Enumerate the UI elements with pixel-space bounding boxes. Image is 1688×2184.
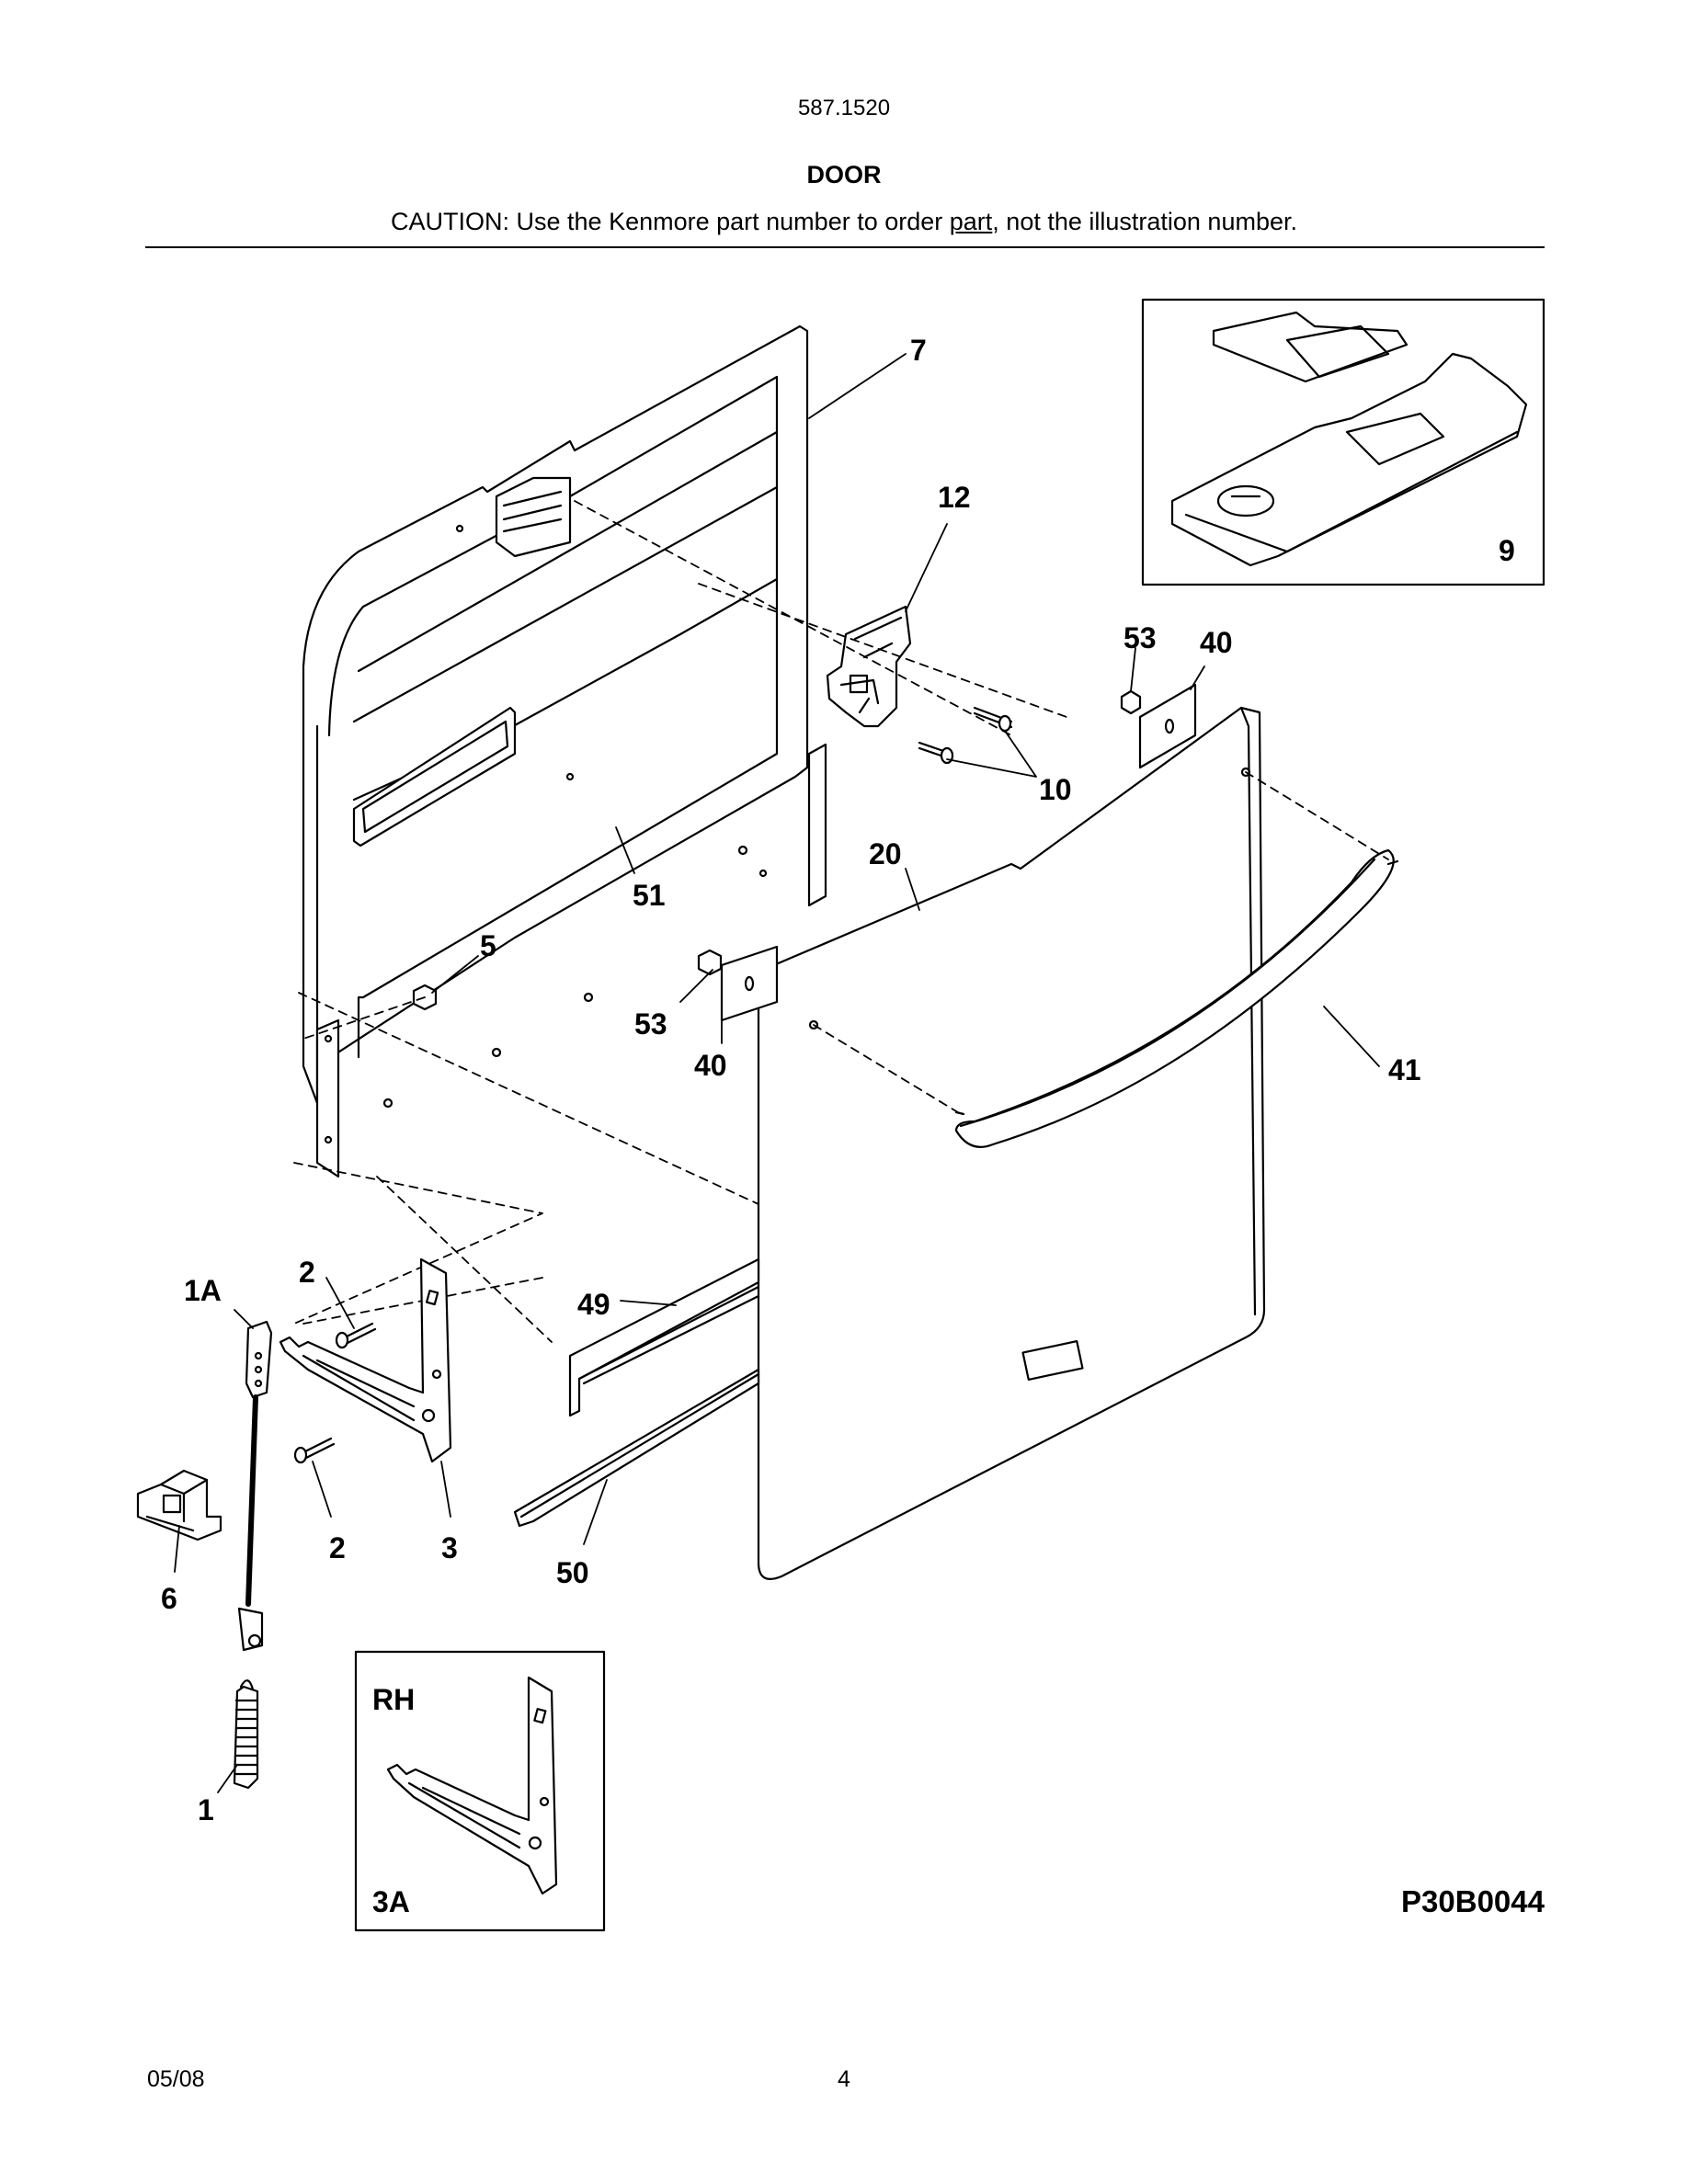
mount-brackets: [720, 683, 1197, 1022]
rh-hinge-inset-frame: [354, 1650, 606, 1932]
callout-2-lower: 2: [329, 1531, 346, 1564]
caution-text-start: CAUTION: Use the Kenmore part number to …: [391, 208, 950, 235]
callout-40-upper: 40: [1200, 626, 1233, 659]
callout-3: 3: [441, 1531, 458, 1564]
outer-door-panel: [757, 706, 1266, 1580]
hinge-screws: [293, 1322, 377, 1464]
callout-51: 51: [633, 879, 666, 912]
inner-door-panel: [302, 324, 827, 1178]
callout-labels: 7 12 9 53 40 10 20 51 5 53 40 41 1A 2 49…: [161, 334, 1515, 1918]
callout-9: 9: [1499, 534, 1515, 567]
detergent-dispenser: [1170, 311, 1528, 567]
callout-7: 7: [910, 334, 927, 367]
leader-lines: [174, 353, 1380, 1793]
callout-6: 6: [161, 1582, 177, 1615]
dispenser-inset-frame: [1141, 298, 1545, 586]
door-cable: [237, 1320, 273, 1652]
model-number: 587.1520: [797, 96, 891, 120]
callout-53-lower: 53: [634, 1007, 667, 1041]
inset-label-rh: RH: [372, 1683, 415, 1716]
callout-3a: 3A: [372, 1885, 410, 1918]
callout-12: 12: [938, 481, 971, 514]
callout-49: 49: [577, 1288, 610, 1321]
diagram-code: P30B0044: [1401, 1884, 1545, 1918]
bottom-trim: [513, 1368, 760, 1528]
footer-date: 05/08: [147, 2066, 205, 2092]
side-trim: [568, 1257, 760, 1417]
caution-note: CAUTION: Use the Kenmore part number to …: [0, 208, 1688, 236]
door-latch: [826, 605, 912, 728]
hex-nuts: [412, 689, 1142, 1011]
callout-41: 41: [1388, 1053, 1421, 1086]
header-rule: [145, 246, 1545, 248]
callout-1: 1: [198, 1793, 214, 1826]
callout-50: 50: [556, 1556, 589, 1589]
rh-hinge-arm: [386, 1676, 558, 1895]
callout-2-upper: 2: [299, 1256, 315, 1289]
callout-53-upper: 53: [1123, 621, 1157, 654]
callout-5: 5: [480, 929, 496, 962]
hinge-arm: [279, 1257, 452, 1463]
callout-40-lower: 40: [694, 1049, 727, 1082]
latch-screws: [918, 706, 1013, 765]
callout-1a: 1A: [184, 1274, 222, 1307]
callout-10: 10: [1039, 773, 1072, 806]
callout-20: 20: [869, 837, 902, 870]
caution-text-end: , not the illustration number.: [992, 208, 1297, 235]
door-spring: [233, 1679, 259, 1790]
page-title: DOOR: [806, 161, 882, 188]
page-number: 4: [838, 2066, 850, 2092]
pulley-bracket: [136, 1469, 222, 1541]
caution-underlined-word: part: [949, 208, 993, 235]
